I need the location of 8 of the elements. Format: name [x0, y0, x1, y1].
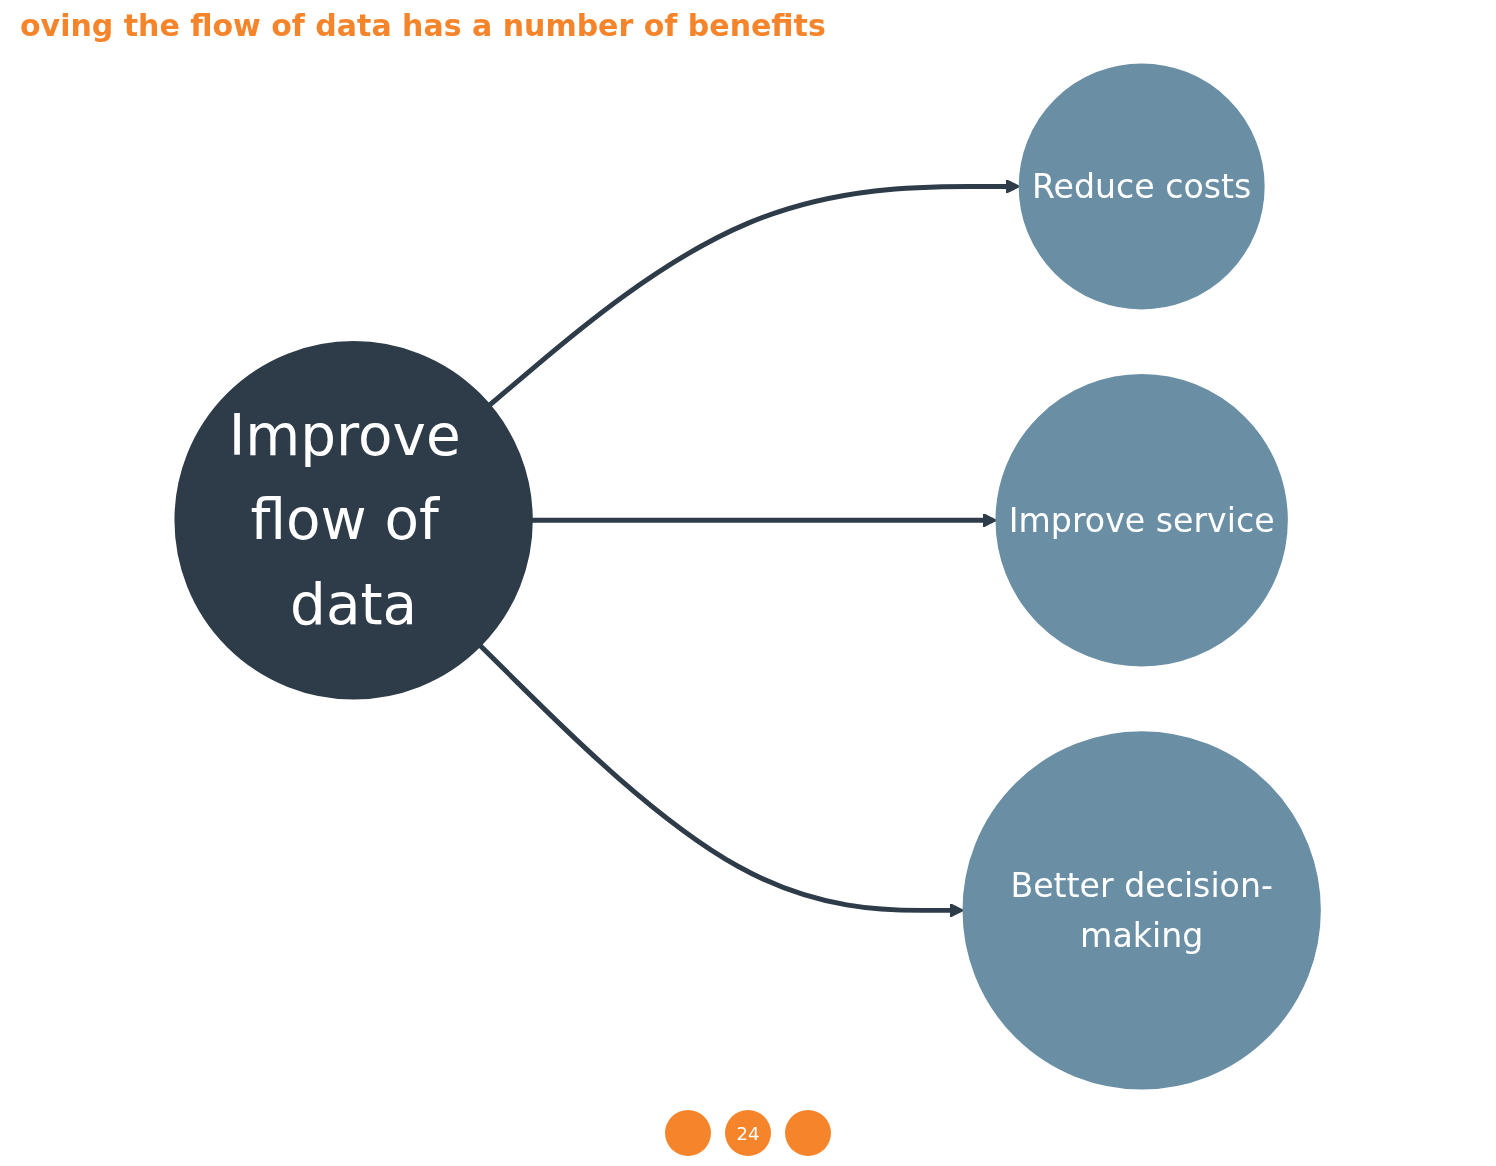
- arrow: [478, 644, 965, 918]
- node-circle: Better decision-making: [962, 731, 1322, 1090]
- node-circle: Improve flow of data: [174, 341, 534, 700]
- slide-title: oving the flow of data has a number of benefits: [19, 7, 827, 45]
- arrow: [488, 179, 1021, 407]
- page-number: 24: [725, 1110, 771, 1156]
- node-circle: Improve service: [995, 374, 1289, 667]
- node-circle: Reduce costs: [1019, 63, 1265, 310]
